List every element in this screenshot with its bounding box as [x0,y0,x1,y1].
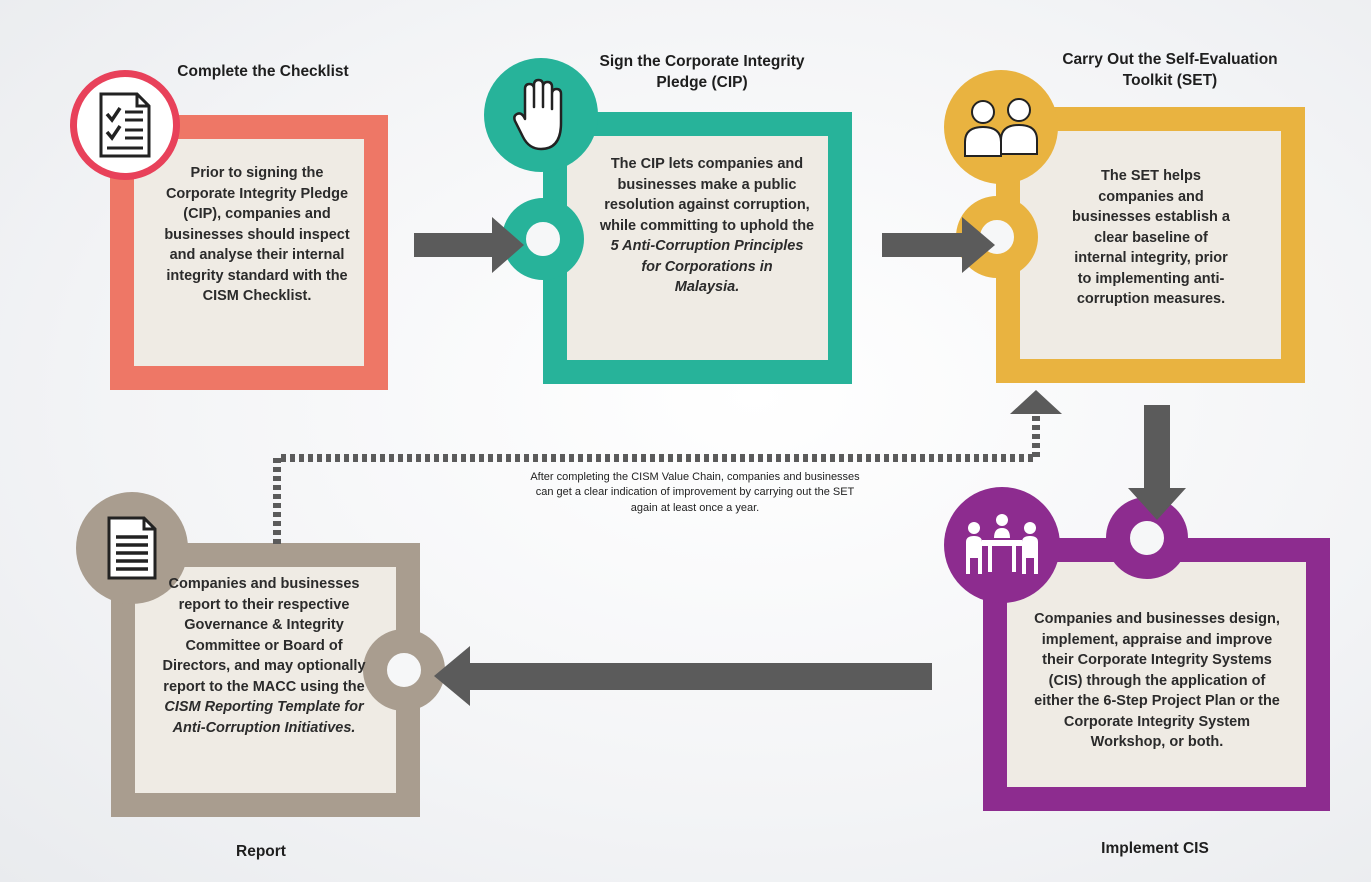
report-body: Companies and businesses report to their… [150,574,378,739]
arrow-set-to-implement [1128,405,1186,520]
pledge-title-line2: Pledge (CIP) [656,73,748,91]
pledge-body: The CIP lets companies and businesses ma… [592,154,822,298]
checklist-body: Prior to signing the Corporate Integrity… [164,165,350,305]
implement-body: Companies and businesses design, impleme… [1034,611,1280,751]
pledge-title-line1: Sign the Corporate Integrity [599,53,805,70]
report-title: Report [236,843,286,860]
set-title-line1: Carry Out the Self-Evaluation [1062,51,1278,68]
loop-arrowhead [1010,390,1062,414]
set-box [996,107,1305,383]
document-icon [107,516,157,580]
report-puzzle-notch [363,629,445,711]
arrow-checklist-to-pledge [414,217,524,273]
pledge-title: Sign the Corporate Integrity Pledge (CIP… [560,52,844,94]
arrow-implement-to-report [434,646,932,706]
pledge-body-text: The CIP lets companies and businesses ma… [599,156,815,234]
set-title: Carry Out the Self-Evaluation Toolkit (S… [1020,50,1320,92]
pledge-icon-badge [484,58,598,172]
report-icon-badge [76,492,188,604]
meeting-icon [966,514,1038,574]
report-body-text: Companies and businesses report to their… [162,576,366,695]
checklist-title: Complete the Checklist [177,63,349,80]
implement-icon-badge [944,487,1060,603]
loop-dotted-line [273,414,1040,544]
implement-puzzle-notch [1106,497,1188,579]
set-body: The SET helps companies and businesses e… [1072,168,1230,308]
arrow-pledge-to-set [882,217,995,273]
checklist-icon-badge [70,70,180,180]
raised-hand-icon [513,78,563,151]
loop-note: After completing the CISM Value Chain, c… [530,471,860,514]
set-title-line2: Toolkit (SET) [1122,71,1218,89]
checklist-icon [99,92,151,158]
set-icon-badge [944,70,1058,184]
people-icon [964,98,1038,157]
report-body-italic: CISM Reporting Template for Anti-Corrupt… [164,699,364,737]
pledge-body-italic: 5 Anti-Corruption Principles for Corpora… [610,238,804,296]
checklist-box [110,115,388,390]
implement-title: Implement CIS [1101,840,1209,857]
